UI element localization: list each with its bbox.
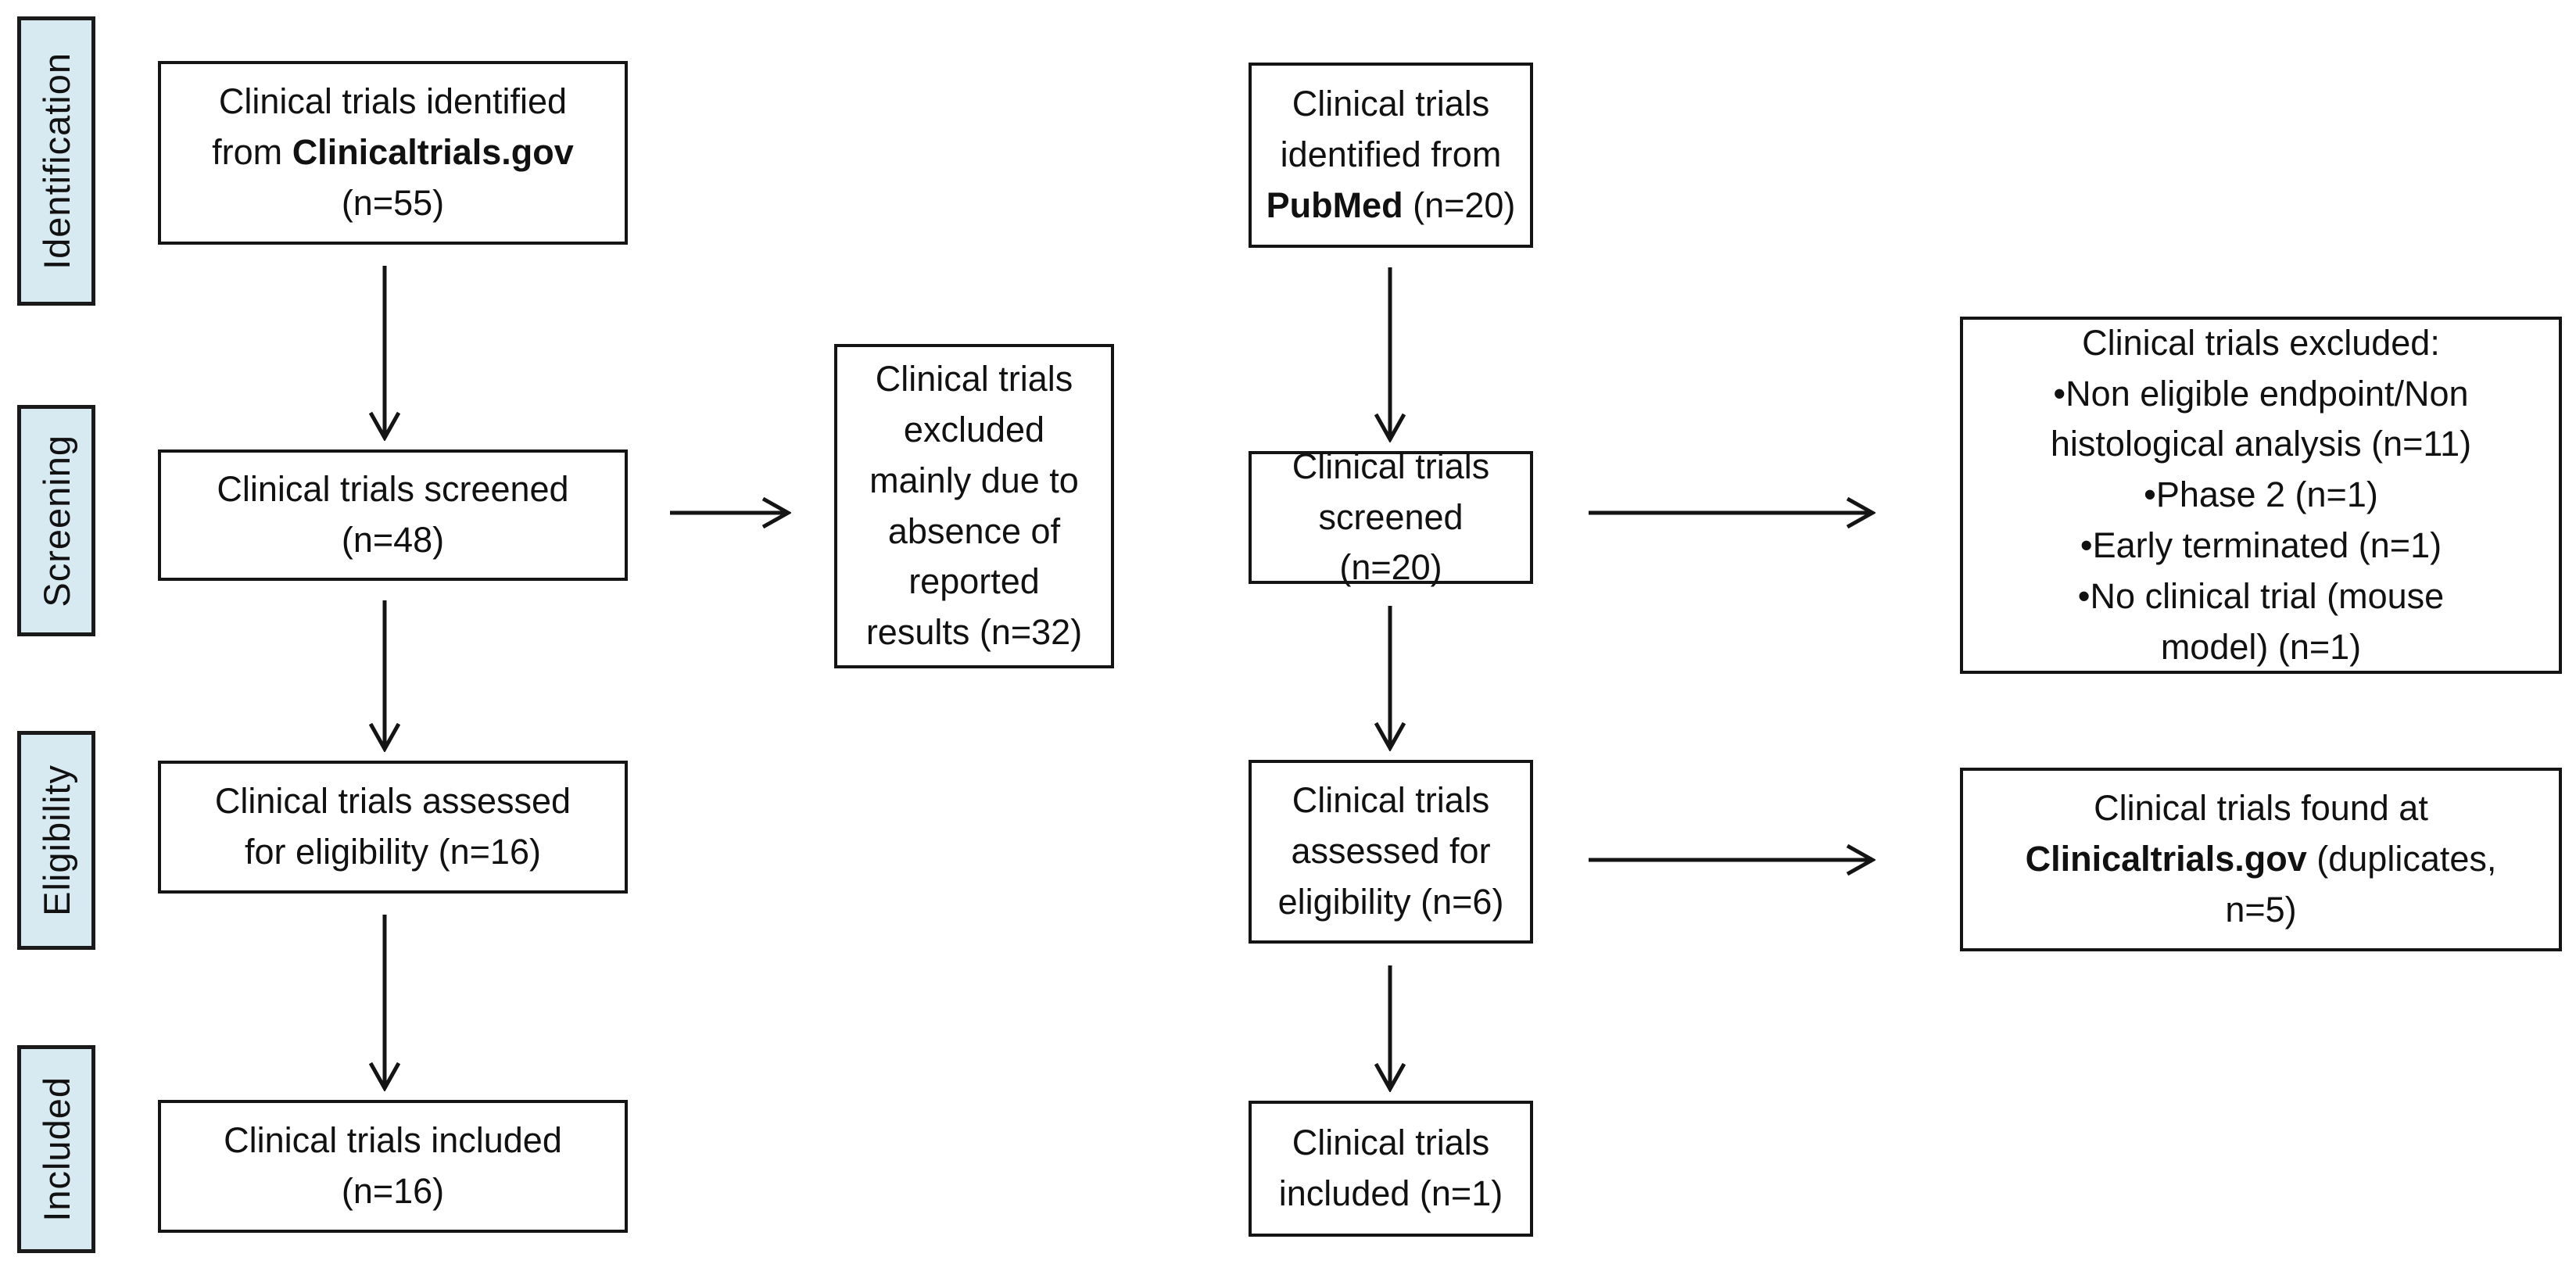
box-clinicaltrials-screened: Clinical trials screened(n=48) xyxy=(158,449,628,581)
stage-label-eligibility: Eligibility xyxy=(17,731,95,950)
stage-label-identification: Identification xyxy=(17,16,95,306)
stage-label-included: Included xyxy=(17,1045,95,1253)
stage-label-text: Identification xyxy=(35,52,77,270)
stage-label-text: Eligibility xyxy=(35,765,77,916)
box-pubmed-excluded-reasons: Clinical trials excluded:•Non eligible e… xyxy=(1960,317,2562,674)
stage-label-text: Included xyxy=(35,1076,77,1222)
box-clinicaltrials-included: Clinical trials included(n=16) xyxy=(158,1100,628,1233)
stage-label-text: Screening xyxy=(35,434,77,607)
stage-label-screening: Screening xyxy=(17,405,95,636)
